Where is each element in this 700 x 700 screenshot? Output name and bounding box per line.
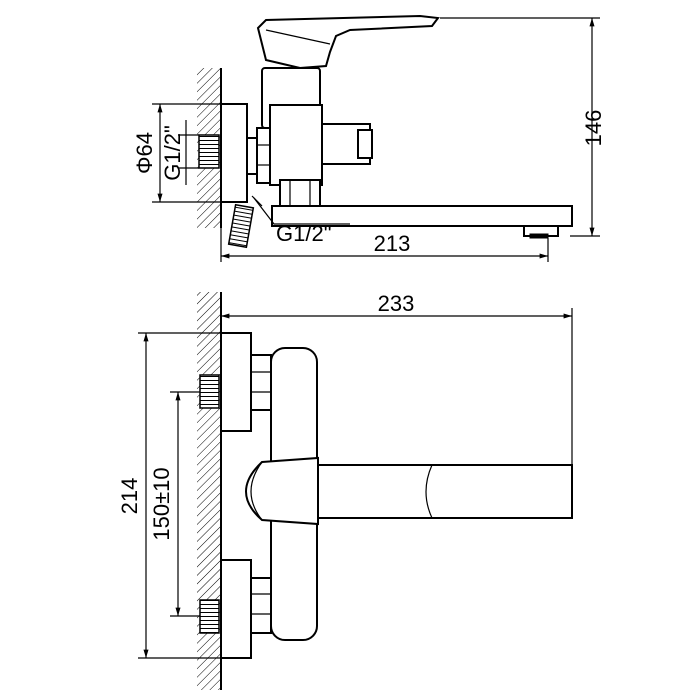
dim-phi64: Φ64 bbox=[132, 103, 221, 203]
dim-233-label: 233 bbox=[378, 291, 415, 316]
dim-146: 146 bbox=[440, 17, 606, 237]
side-lever-handle bbox=[256, 14, 440, 70]
dim-g12-bottom-label: G1/2" bbox=[276, 221, 332, 246]
side-view: 146 Φ64 G1/2" G1/2" 213 bbox=[132, 14, 606, 262]
top-escutcheon-upper bbox=[220, 332, 252, 432]
dim-g12-wall-label: G1/2" bbox=[160, 125, 185, 181]
top-nut-upper bbox=[250, 354, 272, 411]
side-wall-thread bbox=[198, 134, 220, 169]
dim-233: 233 bbox=[220, 291, 573, 465]
side-faucet-body bbox=[261, 67, 373, 207]
top-spout bbox=[245, 456, 573, 526]
top-escutcheon-lower bbox=[220, 559, 252, 659]
side-escutcheon bbox=[220, 103, 248, 203]
dim-150: 150±10 bbox=[149, 391, 200, 617]
dim-214-label: 214 bbox=[117, 478, 142, 515]
dim-150-label: 150±10 bbox=[149, 467, 174, 540]
top-nut-lower bbox=[250, 577, 272, 634]
dim-g12-wall: G1/2" bbox=[160, 120, 199, 185]
side-bottom-thread bbox=[227, 195, 263, 249]
dim-146-label: 146 bbox=[581, 110, 606, 147]
dim-g12-bottom: G1/2" bbox=[253, 197, 350, 246]
dim-213: 213 bbox=[220, 228, 549, 262]
top-view: 233 214 150±10 bbox=[117, 291, 573, 690]
side-spout bbox=[271, 205, 573, 239]
dim-phi64-label: Φ64 bbox=[132, 132, 157, 174]
top-thread-upper bbox=[199, 374, 220, 409]
dim-213-label: 213 bbox=[374, 231, 411, 256]
top-thread-lower bbox=[199, 599, 220, 634]
dim-214: 214 bbox=[117, 332, 221, 659]
